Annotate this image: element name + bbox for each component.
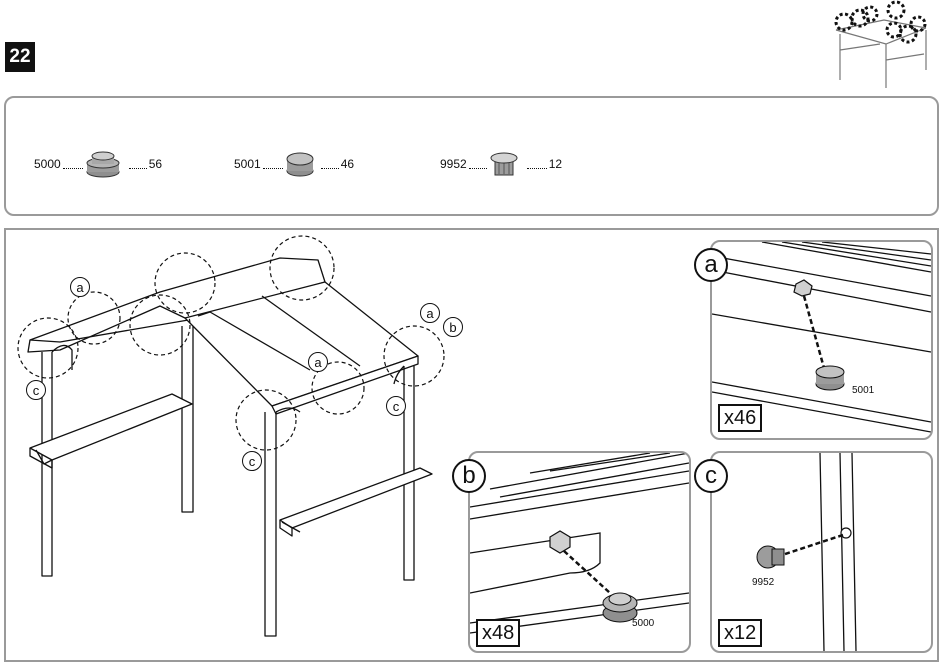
- detail-c-part-label: 9952: [752, 577, 775, 588]
- callout-c: c: [26, 380, 46, 400]
- detail-b-part-label: 5000: [632, 618, 655, 629]
- detail-b-quantity: x48: [476, 619, 521, 647]
- part-quantity: 56: [148, 157, 163, 171]
- detail-c-panel: 9952 x12: [710, 451, 933, 653]
- part-5001: 5001 46: [234, 150, 354, 178]
- callout-a: a: [70, 277, 90, 297]
- part-code: 5000: [34, 157, 61, 171]
- callout-a: a: [420, 303, 440, 323]
- roof-edge-drawing: [712, 242, 931, 433]
- detail-c-quantity: x12: [718, 619, 763, 647]
- detail-a-quantity: x46: [718, 404, 763, 432]
- part-5000: 5000 56: [34, 150, 162, 178]
- callout-c: c: [386, 396, 406, 416]
- detail-a-part-label: 5001: [852, 385, 875, 396]
- callout-b: b: [443, 317, 463, 337]
- part-quantity: 12: [548, 157, 563, 171]
- end-cap-icon: [815, 365, 845, 391]
- end-cap-icon: [286, 152, 314, 177]
- detail-b-panel: 5000 x48: [468, 451, 691, 653]
- post-drawing: [756, 453, 857, 651]
- detail-c-letter: c: [694, 459, 728, 493]
- gazebo-overview-thumbnail: [834, 0, 927, 88]
- callout-c: c: [242, 451, 262, 471]
- part-code: 9952: [440, 157, 467, 171]
- part-code: 5001: [234, 157, 261, 171]
- parts-list-panel: [4, 96, 939, 216]
- part-9952: 9952 12: [440, 150, 562, 178]
- detail-b-letter: b: [452, 459, 486, 493]
- assembly-panel: [4, 228, 939, 662]
- plug-icon: [490, 152, 518, 176]
- callout-a: a: [308, 352, 328, 372]
- end-cap-icon: [86, 151, 120, 178]
- end-cap-icon: [602, 592, 638, 623]
- part-quantity: 46: [340, 157, 355, 171]
- plug-icon: [756, 545, 785, 569]
- detail-a-letter: a: [694, 248, 728, 282]
- step-number: 22: [5, 42, 35, 72]
- detail-a-panel: 5001 x46: [710, 240, 933, 440]
